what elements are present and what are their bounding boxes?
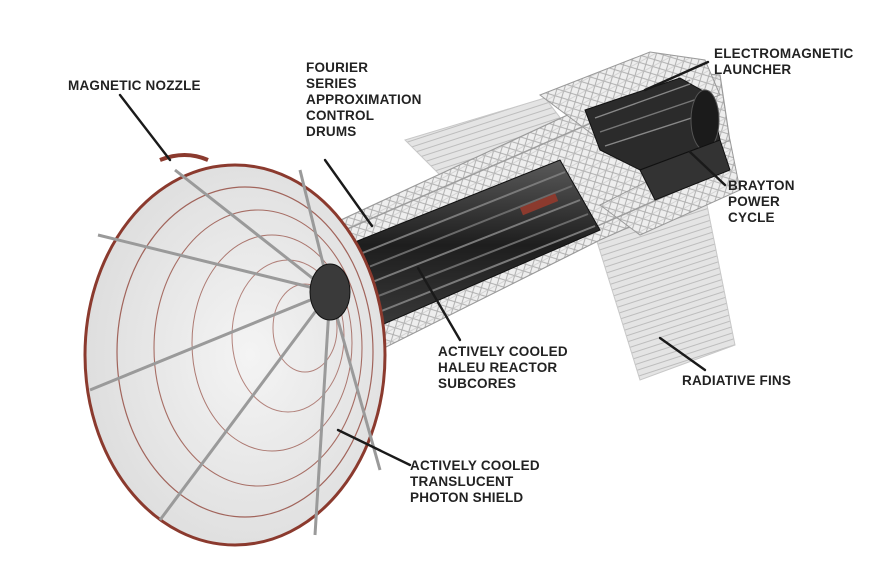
launcher-assembly	[584, 77, 731, 201]
label-control-drums-line3: APPROXIMATION	[306, 92, 422, 107]
label-radiative-fins: RADIATIVE FINS	[682, 373, 792, 388]
label-brayton-line1: BRAYTON	[728, 178, 795, 193]
label-em-launcher-line1: ELECTROMAGNETIC	[714, 46, 854, 61]
leader-control-drums	[323, 158, 374, 228]
label-reactor-subcores: ACTIVELY COOLED HALEU REACTOR SUBCORES	[438, 344, 568, 392]
leader-reactor-subcores	[416, 266, 462, 342]
label-brayton-line3: CYCLE	[728, 210, 775, 225]
label-control-drums-line2: SERIES	[306, 76, 357, 91]
label-magnetic-nozzle: MAGNETIC NOZZLE	[68, 78, 201, 93]
label-reactor-subcores-line1: ACTIVELY COOLED	[438, 344, 568, 359]
label-photon-shield-line3: PHOTON SHIELD	[410, 490, 524, 505]
label-brayton: BRAYTON POWER CYCLE	[728, 178, 795, 226]
leader-radiative-fins	[658, 336, 707, 372]
leader-lines	[118, 60, 727, 467]
leader-magnetic-nozzle	[118, 93, 172, 162]
leader-brayton	[688, 150, 727, 187]
label-reactor-subcores-line2: HALEU REACTOR	[438, 360, 558, 375]
label-photon-shield-line2: TRANSLUCENT	[410, 474, 514, 489]
label-reactor-subcores-line3: SUBCORES	[438, 376, 517, 391]
label-photon-shield-line1: ACTIVELY COOLED	[410, 458, 540, 473]
leader-em-launcher	[643, 60, 710, 92]
label-em-launcher: ELECTROMAGNETIC LAUNCHER	[714, 46, 854, 78]
label-control-drums-line4: CONTROL	[306, 108, 375, 123]
magnetic-nozzle	[83, 153, 387, 547]
label-control-drums-line5: DRUMS	[306, 124, 357, 139]
label-control-drums-line1: FOURIER	[306, 60, 369, 75]
label-brayton-line2: POWER	[728, 194, 781, 209]
label-photon-shield: ACTIVELY COOLED TRANSLUCENT PHOTON SHIEL…	[410, 458, 540, 506]
label-control-drums: FOURIER SERIES APPROXIMATION CONTROL DRU…	[306, 60, 422, 140]
leader-photon-shield	[336, 428, 412, 467]
label-em-launcher-line2: LAUNCHER	[714, 62, 792, 77]
